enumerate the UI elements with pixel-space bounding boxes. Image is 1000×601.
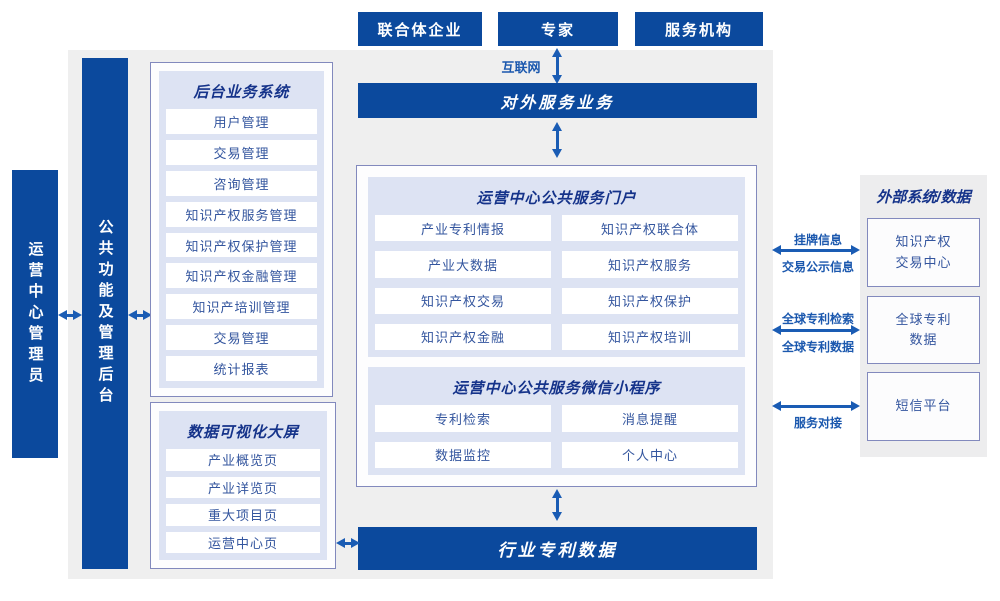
list-item: 交易管理 <box>166 139 317 165</box>
grid-item: 知识产权金融 <box>375 323 551 350</box>
portal-title: 运营中心公共服务门户 <box>476 190 637 207</box>
list-item: 统计报表 <box>166 356 317 382</box>
actor-box-service-agency: 服务机构 <box>635 12 763 46</box>
grid-item: 知识产权服务 <box>562 251 738 278</box>
link-label-global-patent-search: 全球专利检索 <box>781 312 854 326</box>
backend-system-box: 后台业务系统 用户管理 交易管理 咨询管理 知识产权服务管理 知识产权保护管理 … <box>150 62 333 397</box>
list-item: 运营中心页 <box>166 531 320 553</box>
external-system-ip-trading-center: 知识产权 交易中心 <box>867 218 980 287</box>
backend-system-panel: 后台业务系统 用户管理 交易管理 咨询管理 知识产权服务管理 知识产权保护管理 … <box>159 71 324 388</box>
list-item: 知识产培训管理 <box>166 294 317 320</box>
miniprogram-title: 运营中心公共服务微信小程序 <box>452 380 661 397</box>
list-item: 产业概览页 <box>166 449 320 471</box>
internet-label: 互联网 <box>501 60 541 75</box>
grid-item: 消息提醒 <box>562 405 738 432</box>
dashboard-title: 数据可视化大屏 <box>186 424 299 441</box>
dashboard-panel: 数据可视化大屏 产业概览页 产业详览页 重大项目页 运营中心页 <box>159 411 327 560</box>
miniprogram-grid: 专利检索 消息提醒 数据监控 个人中心 <box>375 405 738 468</box>
grid-item: 知识产权保护 <box>562 287 738 314</box>
arrow-dashboard-to-patent-data <box>344 542 352 545</box>
grid-item: 产业专利情报 <box>375 215 551 242</box>
grid-item: 专利检索 <box>375 405 551 432</box>
arrow-internet-to-service <box>556 56 559 76</box>
list-item: 交易管理 <box>166 325 317 351</box>
list-item: 重大项目页 <box>166 504 320 526</box>
link-label-trade-publicity-info: 交易公示信息 <box>781 260 854 274</box>
actor-box-consortium-enterprise: 联合体企业 <box>358 12 482 46</box>
arrow-operator-to-backend <box>66 314 74 317</box>
external-system-global-patent-data: 全球专利 数据 <box>867 296 980 364</box>
link-label-listing-info: 挂牌信息 <box>793 233 842 247</box>
link-label-global-patent-data: 全球专利数据 <box>781 340 854 354</box>
arrow-portal-to-patent-data <box>556 497 559 513</box>
portal-box: 运营中心公共服务门户 产业专利情报 知识产权联合体 产业大数据 知识产权服务 知… <box>356 165 757 487</box>
grid-item: 个人中心 <box>562 441 738 468</box>
backend-system-list: 用户管理 交易管理 咨询管理 知识产权服务管理 知识产权保护管理 知识产权金融管… <box>166 109 317 382</box>
arrow-to-sms-platform <box>780 405 852 408</box>
dashboard-box: 数据可视化大屏 产业概览页 产业详览页 重大项目页 运营中心页 <box>150 402 336 569</box>
portal-grid: 产业专利情报 知识产权联合体 产业大数据 知识产权服务 知识产权交易 知识产权保… <box>375 215 738 350</box>
external-systems-title: 外部系统/数据 <box>876 189 971 206</box>
arrow-backend-to-system <box>136 314 144 317</box>
external-service-bar: 对外服务业务 <box>358 83 757 118</box>
arrow-to-global-patent-data <box>780 329 852 332</box>
backend-system-title: 后台业务系统 <box>193 84 290 101</box>
grid-item: 知识产权交易 <box>375 287 551 314</box>
public-function-admin-bar: 公共功能及管理后台 <box>82 58 128 569</box>
actor-box-expert: 专家 <box>498 12 618 46</box>
list-item: 知识产权金融管理 <box>166 263 317 289</box>
grid-item: 产业大数据 <box>375 251 551 278</box>
public-service-portal-panel: 运营中心公共服务门户 产业专利情报 知识产权联合体 产业大数据 知识产权服务 知… <box>368 177 745 357</box>
grid-item: 数据监控 <box>375 441 551 468</box>
wechat-miniprogram-panel: 运营中心公共服务微信小程序 专利检索 消息提醒 数据监控 个人中心 <box>368 367 745 475</box>
dashboard-list: 产业概览页 产业详览页 重大项目页 运营中心页 <box>166 449 320 553</box>
operator-admin-bar: 运营中心管理员 <box>12 170 58 458</box>
external-system-sms-platform: 短信平台 <box>867 372 980 441</box>
list-item: 知识产权保护管理 <box>166 232 317 258</box>
list-item: 产业详览页 <box>166 476 320 498</box>
grid-item: 知识产权联合体 <box>562 215 738 242</box>
list-item: 知识产权服务管理 <box>166 201 317 227</box>
link-label-service-connection: 服务对接 <box>793 416 842 430</box>
list-item: 用户管理 <box>166 109 317 134</box>
industry-patent-data-bar: 行业专利数据 <box>358 527 757 570</box>
grid-item: 知识产权培训 <box>562 323 738 350</box>
arrow-to-ip-trading-center <box>780 249 852 252</box>
list-item: 咨询管理 <box>166 170 317 196</box>
arrow-service-to-portal <box>556 130 559 150</box>
